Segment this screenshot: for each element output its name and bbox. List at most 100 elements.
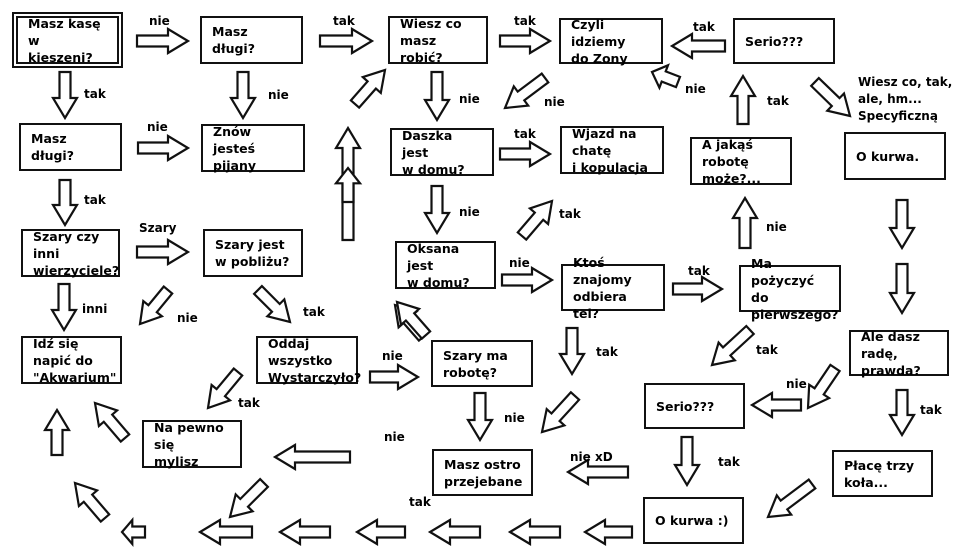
- edge-label: tak: [514, 127, 536, 141]
- edge-label: nie: [382, 349, 403, 363]
- block-arrow: [498, 27, 553, 55]
- block-arrow: [427, 518, 482, 546]
- node-text: Masz kasę w kieszeni?: [28, 15, 101, 65]
- block-arrow: [73, 481, 111, 524]
- node-masz-dlugi-top: Masz długi?: [200, 16, 303, 64]
- block-arrow: [50, 282, 78, 333]
- block-arrow: [729, 73, 757, 126]
- node-masz-kase: Masz kasę w kieszeni?: [12, 12, 123, 68]
- node-szary-pobliżu: Szary jest w pobliżu?: [203, 229, 303, 277]
- edge-label: nie: [177, 311, 198, 325]
- edge-label: nie: [384, 430, 405, 444]
- block-arrow: [498, 140, 553, 168]
- node-oddaj-wszystko: Oddaj wszystko Wystarczyło?: [256, 335, 362, 385]
- block-arrow: [749, 391, 803, 419]
- edge-label: tak: [920, 403, 942, 417]
- node-szary-czy-inni: Szary czy inni wierzyciele?: [21, 228, 120, 278]
- node-ale-dasz-rade: Ale dasz radę, prawda?: [849, 328, 949, 378]
- edge-label: nie: [685, 82, 706, 96]
- node-text: Szary czy inni wierzyciele?: [33, 228, 120, 278]
- node-text: Czyli idziemy do Zony: [571, 16, 628, 66]
- block-arrow: [252, 284, 292, 324]
- block-arrow: [888, 198, 916, 251]
- node-text: Wiesz co masz robić?: [400, 15, 462, 65]
- block-arrow: [197, 518, 254, 546]
- edge-label: tak: [303, 305, 325, 319]
- node-text: Masz długi?: [212, 24, 255, 56]
- edge-label: nie: [459, 205, 480, 219]
- edge-label: nie: [149, 14, 170, 28]
- node-text: Daszka jest w domu?: [402, 127, 465, 177]
- block-arrow: [277, 518, 332, 546]
- edge-label: Szary: [139, 221, 177, 235]
- edge-label: nie: [459, 92, 480, 106]
- edge-label: tak: [596, 345, 618, 359]
- node-idz-sie-napic: Idź się napić do "Akwarium": [21, 336, 122, 385]
- node-text: Szary ma robotę?: [443, 347, 508, 380]
- edge-label: Wiesz co, tak, ale, hm... Specyficzną: [858, 75, 953, 123]
- node-oksana: Oksana jest w domu?: [395, 240, 496, 290]
- node-ma-pozyczyc: Ma pożyczyć do pierwszego?: [739, 256, 841, 322]
- edge-label: tak: [756, 343, 778, 357]
- node-o-kurwa-dot: O kurwa.: [844, 132, 946, 180]
- block-arrow: [136, 134, 191, 162]
- node-text: Na pewno się mylisz: [154, 419, 224, 469]
- edge-label: nie: [147, 120, 168, 134]
- block-arrow: [731, 195, 759, 250]
- node-o-kurwa-smile: O kurwa :): [643, 497, 744, 544]
- node-szary-ma-robote: Szary ma robotę?: [431, 340, 533, 387]
- edge-label: tak: [718, 455, 740, 469]
- block-arrow: [516, 199, 554, 242]
- block-arrow: [671, 275, 725, 303]
- block-arrow: [138, 284, 174, 326]
- block-arrow: [354, 518, 407, 546]
- block-arrow: [466, 391, 494, 443]
- block-arrow: [669, 32, 727, 60]
- edge-label: tak: [559, 207, 581, 221]
- node-text: Szary jest w pobliżu?: [215, 237, 290, 269]
- block-arrow: [43, 407, 71, 457]
- block-arrow: [333, 166, 363, 204]
- node-text: Płacę trzy koła...: [844, 457, 915, 490]
- edge-label: tak: [409, 495, 431, 509]
- node-text: Ma pożyczyć do pierwszego?: [751, 255, 839, 322]
- block-arrow: [206, 366, 244, 410]
- node-czyli-idziemy: Czyli idziemy do Zony: [559, 16, 663, 66]
- block-arrow: [51, 70, 79, 121]
- edge-label: tak: [238, 396, 260, 410]
- edge-label: tak: [333, 14, 355, 28]
- node-text: Ale dasz radę, prawda?: [861, 328, 921, 378]
- block-arrow: [650, 63, 682, 91]
- block-arrow: [500, 266, 555, 294]
- node-text: Oksana jest w domu?: [407, 240, 470, 290]
- node-daszka: Daszka jest w domu?: [390, 127, 494, 177]
- block-arrow: [120, 517, 147, 547]
- node-wiesz-co: Wiesz co masz robić?: [388, 15, 488, 65]
- block-arrow: [503, 72, 550, 110]
- block-arrow: [135, 238, 191, 266]
- block-arrow: [51, 178, 79, 228]
- node-place-trzy: Płacę trzy koła...: [832, 450, 933, 497]
- edge-label: nie: [766, 220, 787, 234]
- node-text: Ktoś znajomy odbiera tel?: [573, 254, 632, 321]
- block-arrow: [395, 300, 432, 341]
- node-text: Oddaj wszystko Wystarczyło?: [268, 335, 362, 385]
- edge-label: tak: [688, 264, 710, 278]
- node-masz-ostro: Masz ostro przejebane: [432, 449, 533, 496]
- node-text: O kurwa :): [655, 513, 729, 528]
- node-wjazd: Wjazd na chatę i kopulacja: [560, 126, 664, 175]
- block-arrow: [766, 478, 817, 519]
- block-arrow: [229, 70, 257, 121]
- node-jakas-robote: A jakąś robotę może?...: [690, 137, 792, 186]
- edge-label: tak: [514, 14, 536, 28]
- block-arrow: [228, 477, 270, 519]
- block-arrow: [272, 443, 352, 471]
- block-arrow: [673, 435, 701, 488]
- edge-label: nie: [504, 411, 525, 425]
- edge-label: nie: [509, 256, 530, 270]
- edge-label: tak: [693, 20, 715, 34]
- node-serio-top: Serio???: [733, 18, 835, 64]
- node-serio-bottom: Serio???: [644, 383, 745, 429]
- block-arrow: [135, 27, 191, 55]
- block-arrow: [806, 363, 842, 410]
